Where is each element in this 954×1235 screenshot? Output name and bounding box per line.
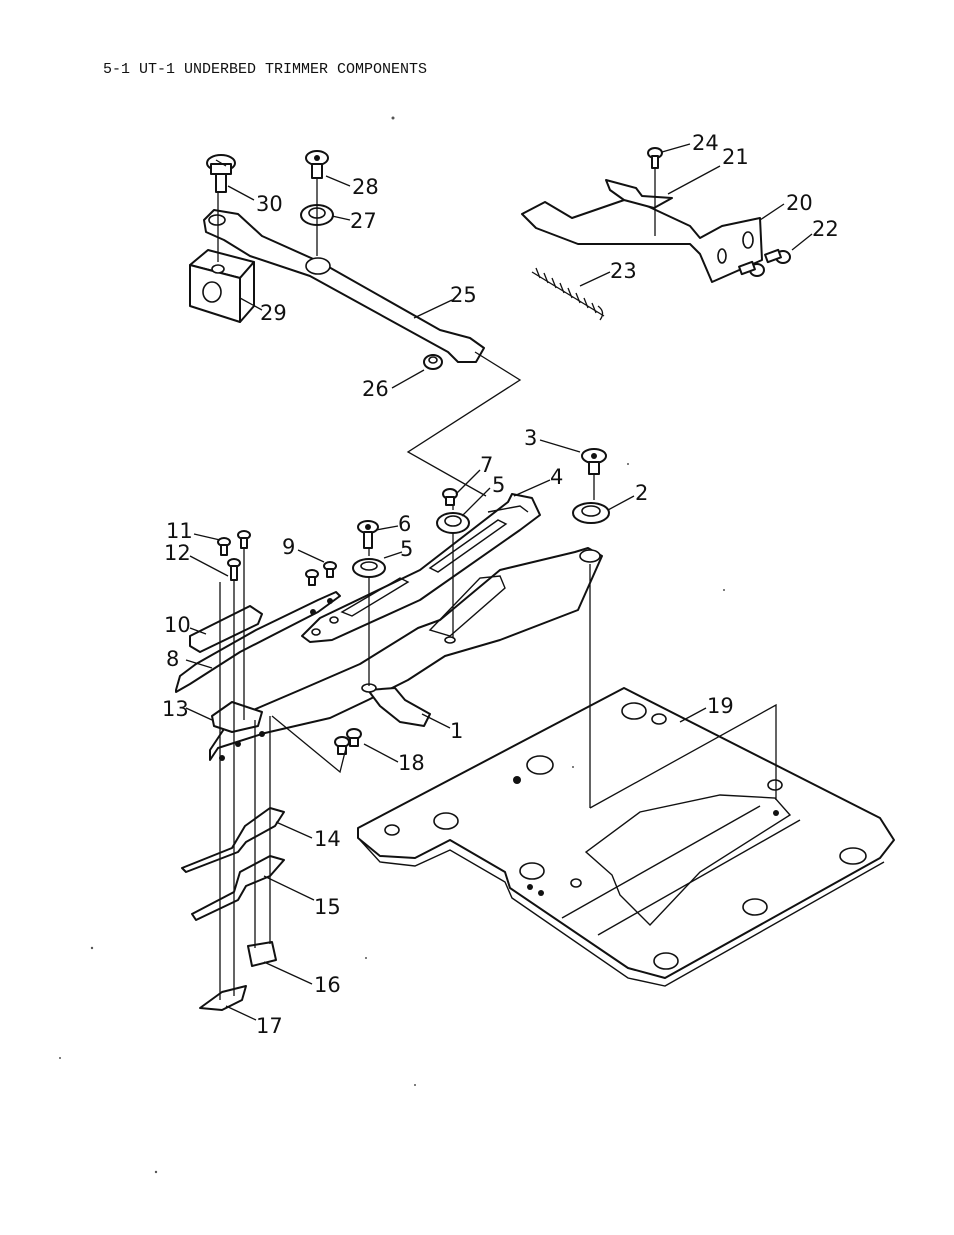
screw-30: [206, 154, 236, 193]
label-28: 28: [352, 175, 379, 199]
blade-15: [191, 855, 285, 921]
knife-17: [199, 985, 247, 1011]
label-10: 10: [164, 613, 191, 637]
label-29: 29: [260, 301, 287, 325]
label-7: 7: [480, 453, 493, 477]
leader-lines: [185, 143, 813, 1021]
label-14: 14: [314, 827, 341, 851]
label-20: 20: [786, 191, 813, 215]
label-17: 17: [256, 1014, 283, 1038]
label-25: 25: [450, 283, 477, 307]
label-27: 27: [350, 209, 377, 233]
washer-5b: [352, 558, 386, 578]
screw-24: [647, 147, 663, 169]
label-1: 1: [450, 719, 463, 743]
scan-specks: [59, 116, 725, 1174]
label-24: 24: [692, 131, 719, 155]
slotted-bracket-4: [301, 493, 541, 644]
washer-2: [572, 502, 610, 524]
label-21: 21: [722, 145, 749, 169]
base-plate-19: [357, 687, 895, 987]
label-11: 11: [166, 519, 193, 543]
blade-14: [181, 807, 285, 873]
screw-28: [305, 150, 329, 179]
spring-23: [531, 267, 605, 321]
screw-12: [227, 558, 241, 581]
nut-26: [423, 354, 443, 370]
label-12: 12: [164, 541, 191, 565]
washer-5a: [436, 512, 470, 534]
pad-16: [247, 941, 277, 967]
label-16: 16: [314, 973, 341, 997]
page-title: 5-1 UT-1 UNDERBED TRIMMER COMPONENTS: [103, 61, 428, 78]
label-3: 3: [524, 426, 537, 450]
label-15: 15: [314, 895, 341, 919]
label-22: 22: [812, 217, 839, 241]
callout-labels: 30 28 27 29 25 26 24 21 20 22 23 3 2 7 5…: [162, 131, 839, 1038]
label-6: 6: [398, 512, 411, 536]
label-23: 23: [610, 259, 637, 283]
screws-9: [305, 561, 337, 586]
assembly-lines: [217, 168, 777, 1000]
screw-3: [581, 448, 607, 475]
screws-11: [217, 530, 251, 556]
block-13: [211, 701, 263, 733]
label-9: 9: [282, 535, 295, 559]
label-26: 26: [362, 377, 389, 401]
label-4: 4: [550, 465, 563, 489]
label-2: 2: [635, 481, 648, 505]
label-19: 19: [707, 694, 734, 718]
label-13: 13: [162, 697, 189, 721]
screws-18: [334, 728, 362, 755]
main-lever-plate-1: [209, 547, 603, 761]
label-5b: 5: [400, 537, 413, 561]
label-18: 18: [398, 751, 425, 775]
screw-6: [357, 520, 379, 549]
knife-arm-8: [175, 591, 341, 693]
bracket-20: [521, 197, 763, 283]
label-8: 8: [166, 647, 179, 671]
label-5a: 5: [492, 473, 505, 497]
screws-22: [738, 248, 791, 277]
block-29: [189, 249, 255, 323]
screw-7: [442, 488, 458, 506]
label-30: 30: [256, 192, 283, 216]
